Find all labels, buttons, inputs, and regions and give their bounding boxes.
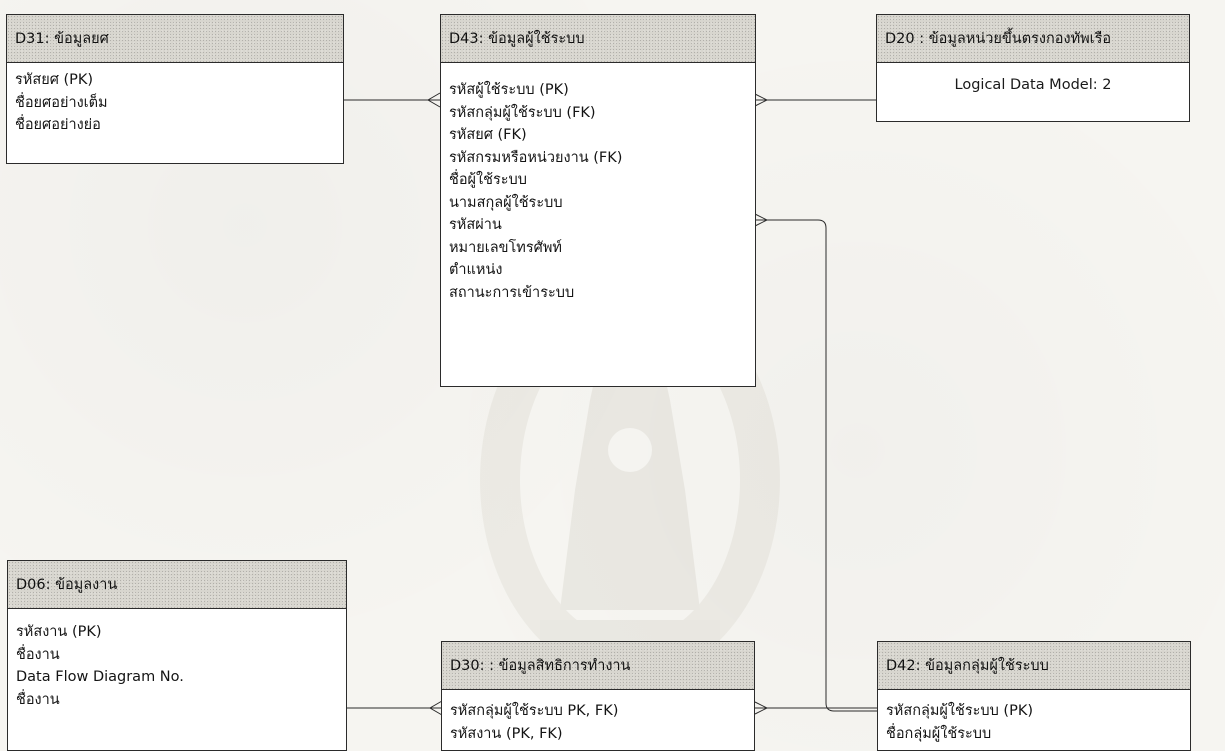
- attribute: Data Flow Diagram No.: [16, 669, 184, 685]
- attribute: ชื่อกลุ่มผู้ใช้ระบบ: [886, 725, 992, 742]
- entity-d31-rank: D31: ข้อมูลยศ รหัสยศ (PK) ชื่อยศอย่างเต็…: [6, 14, 344, 164]
- model-label: Logical Data Model: 2: [954, 77, 1112, 93]
- entity-title: D30: : ข้อมูลสิทธิการทำงาน: [442, 642, 754, 690]
- entity-attributes: รหัสยศ (PK) ชื่อยศอย่างเต็ม ชื่อยศอย่างย…: [7, 63, 343, 143]
- entity-title: D43: ข้อมูลผู้ใช้ระบบ: [441, 15, 755, 63]
- attribute: ชื่อยศอย่างเต็ม: [15, 94, 108, 111]
- entity-title: D42: ข้อมูลกลุ่มผู้ใช้ระบบ: [878, 642, 1190, 690]
- attribute: รหัสงาน (PK): [16, 624, 102, 640]
- attribute: ชื่อยศอย่างย่อ: [15, 117, 101, 133]
- entity-title: D31: ข้อมูลยศ: [7, 15, 343, 63]
- connector-d43-d42: [755, 219, 877, 712]
- attribute: รหัสงาน (PK, FK): [450, 725, 563, 742]
- entity-d43-system-user: D43: ข้อมูลผู้ใช้ระบบ รหัสผู้ใช้ระบบ (PK…: [440, 14, 756, 387]
- crowfoot-d43-right-top: [754, 93, 769, 107]
- entity-attributes: รหัสผู้ใช้ระบบ (PK) รหัสกลุ่มผู้ใช้ระบบ …: [441, 63, 755, 310]
- attribute: ชื่องาน: [16, 691, 60, 708]
- entity-title: D06: ข้อมูลงาน: [8, 561, 346, 609]
- attribute: รหัสยศ (PK): [15, 72, 94, 88]
- attribute: ชื่อผู้ใช้ระบบ: [449, 172, 527, 188]
- attribute: รหัสผู้ใช้ระบบ (PK): [449, 82, 569, 98]
- attribute: รหัสกรมหรือหน่วยงาน (FK): [449, 149, 623, 166]
- entity-attributes: รหัสงาน (PK) ชื่องาน Data Flow Diagram N…: [8, 609, 346, 717]
- crowfoot-d43-right-mid: [754, 213, 769, 227]
- attribute: นามสกุลผู้ใช้ระบบ: [449, 194, 563, 211]
- entity-attributes: รหัสกลุ่มผู้ใช้ระบบ PK, FK) รหัสงาน (PK,…: [442, 690, 754, 751]
- attribute: รหัสผ่าน: [449, 217, 502, 233]
- attribute: รหัสกลุ่มผู้ใช้ระบบ (PK): [886, 703, 1033, 719]
- entity-d30-permissions: D30: : ข้อมูลสิทธิการทำงาน รหัสกลุ่มผู้ใ…: [441, 641, 755, 751]
- attribute: รหัสยศ (FK): [449, 127, 527, 143]
- attribute: ชื่องาน: [16, 646, 60, 663]
- crowfoot-d43-left: [427, 92, 441, 108]
- attribute: ตำแหน่ง: [449, 262, 503, 278]
- attribute: สถานะการเข้าระบบ: [449, 284, 575, 301]
- entity-title: D20 : ข้อมูลหน่วยขึ้นตรงกองทัพเรือ: [877, 15, 1189, 63]
- attribute: รหัสกลุ่มผู้ใช้ระบบ PK, FK): [450, 703, 619, 719]
- crowfoot-d30-right: [754, 701, 769, 715]
- entity-d06-tasks: D06: ข้อมูลงาน รหัสงาน (PK) ชื่องาน Data…: [7, 560, 347, 751]
- attribute: หมายเลขโทรศัพท์: [449, 239, 562, 256]
- entity-d20-navy-units: D20 : ข้อมูลหน่วยขึ้นตรงกองทัพเรือ Logic…: [876, 14, 1190, 122]
- entity-attributes: รหัสกลุ่มผู้ใช้ระบบ (PK) ชื่อกลุ่มผู้ใช้…: [878, 690, 1190, 751]
- attribute: รหัสกลุ่มผู้ใช้ระบบ (FK): [449, 104, 596, 121]
- entity-d42-user-groups: D42: ข้อมูลกลุ่มผู้ใช้ระบบ รหัสกลุ่มผู้ใ…: [877, 641, 1191, 751]
